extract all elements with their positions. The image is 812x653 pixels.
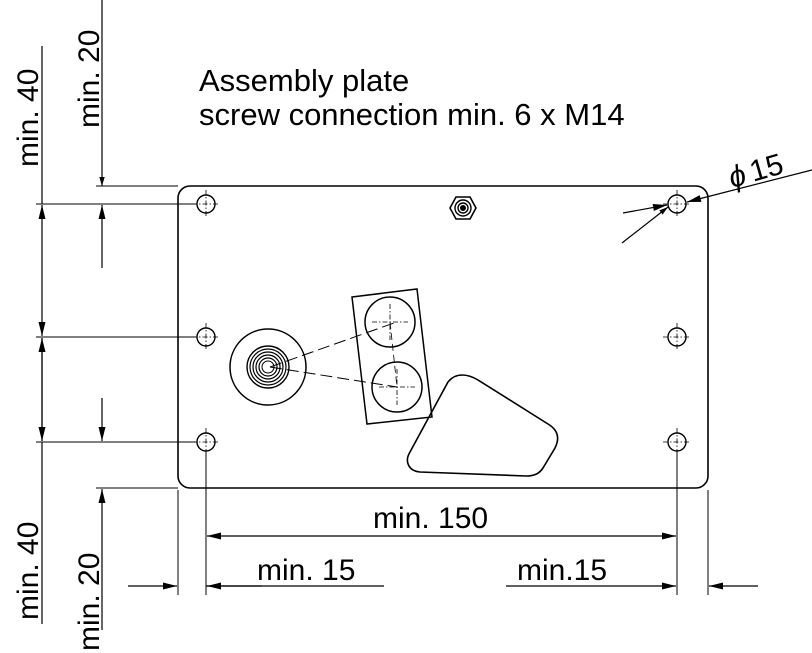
dim-left-bottom-20: min. 20 — [73, 553, 106, 651]
svg-text:ϕ: ϕ — [725, 158, 750, 194]
dim-right-15: min.15 — [517, 554, 607, 587]
projection-lines — [269, 322, 398, 388]
hole-mid-left — [192, 323, 220, 351]
dim-hole-diameter: ϕ 15 — [725, 148, 787, 195]
dim-left-15: min. 15 — [257, 554, 355, 587]
hole-top-right — [663, 190, 691, 218]
extension-lines — [36, 185, 709, 595]
hole-bottom-left — [192, 428, 220, 456]
hole-mid-right — [663, 323, 691, 351]
plate-outline — [177, 185, 709, 489]
left-dimension-lines — [38, 0, 106, 630]
round-connector — [229, 328, 307, 406]
dim-left-bottom-40: min. 40 — [12, 522, 45, 620]
mounting-holes — [192, 190, 691, 456]
hex-fitting — [449, 196, 477, 220]
bottom-dimension-lines — [128, 532, 758, 590]
svg-text:15: 15 — [746, 148, 787, 189]
title-line-1: Assembly plate — [199, 63, 409, 98]
dim-left-top-40: min. 40 — [12, 69, 45, 167]
hole-bottom-right — [663, 428, 691, 456]
diameter-leader — [621, 169, 812, 244]
title-line-2: screw connection min. 6 x M14 — [199, 97, 625, 132]
tilted-window — [351, 288, 433, 425]
dim-width-150: min. 150 — [373, 502, 488, 535]
hole-top-left — [192, 190, 220, 218]
irregular-opening — [406, 374, 559, 477]
dim-left-top-20: min. 20 — [73, 30, 106, 128]
